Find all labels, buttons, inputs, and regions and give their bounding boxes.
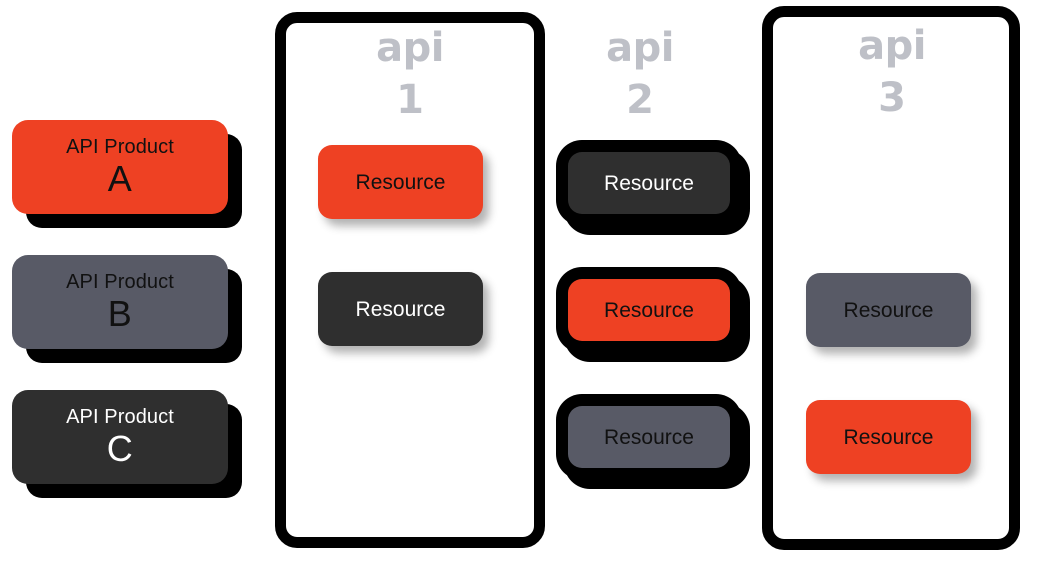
- api-product-card-a[interactable]: API Product A: [12, 120, 228, 214]
- api-product-letter: A: [107, 157, 133, 199]
- api-number: 2: [626, 77, 654, 123]
- resource-label: Resource: [604, 171, 694, 195]
- api-product-letter: B: [107, 292, 133, 334]
- resource-chip[interactable]: Resource: [568, 152, 730, 214]
- api-label-2: api 2: [570, 28, 710, 120]
- api-product-title: API Product: [66, 405, 174, 428]
- api-word: api: [858, 23, 926, 69]
- api-number: 1: [396, 77, 424, 123]
- api-product-card-b[interactable]: API Product B: [12, 255, 228, 349]
- api-label-3: api 3: [812, 26, 972, 118]
- resource-chip[interactable]: Resource: [806, 273, 971, 347]
- resource-label: Resource: [843, 298, 934, 322]
- resource-label: Resource: [604, 298, 694, 322]
- api-number: 3: [878, 75, 906, 121]
- resource-chip[interactable]: Resource: [318, 145, 483, 219]
- resource-chip[interactable]: Resource: [806, 400, 971, 474]
- api-product-letter: C: [106, 427, 134, 469]
- api-word: api: [376, 25, 444, 71]
- api-word: api: [606, 25, 674, 71]
- resource-label: Resource: [604, 425, 694, 449]
- resource-chip[interactable]: Resource: [318, 272, 483, 346]
- api-label-1: api 1: [325, 28, 495, 120]
- api-product-title: API Product: [66, 270, 174, 293]
- resource-chip[interactable]: Resource: [568, 406, 730, 468]
- resource-label: Resource: [843, 425, 934, 449]
- resource-label: Resource: [355, 170, 446, 194]
- api-product-title: API Product: [66, 135, 174, 158]
- resource-chip[interactable]: Resource: [568, 279, 730, 341]
- resource-label: Resource: [355, 297, 446, 321]
- api-product-card-c[interactable]: API Product C: [12, 390, 228, 484]
